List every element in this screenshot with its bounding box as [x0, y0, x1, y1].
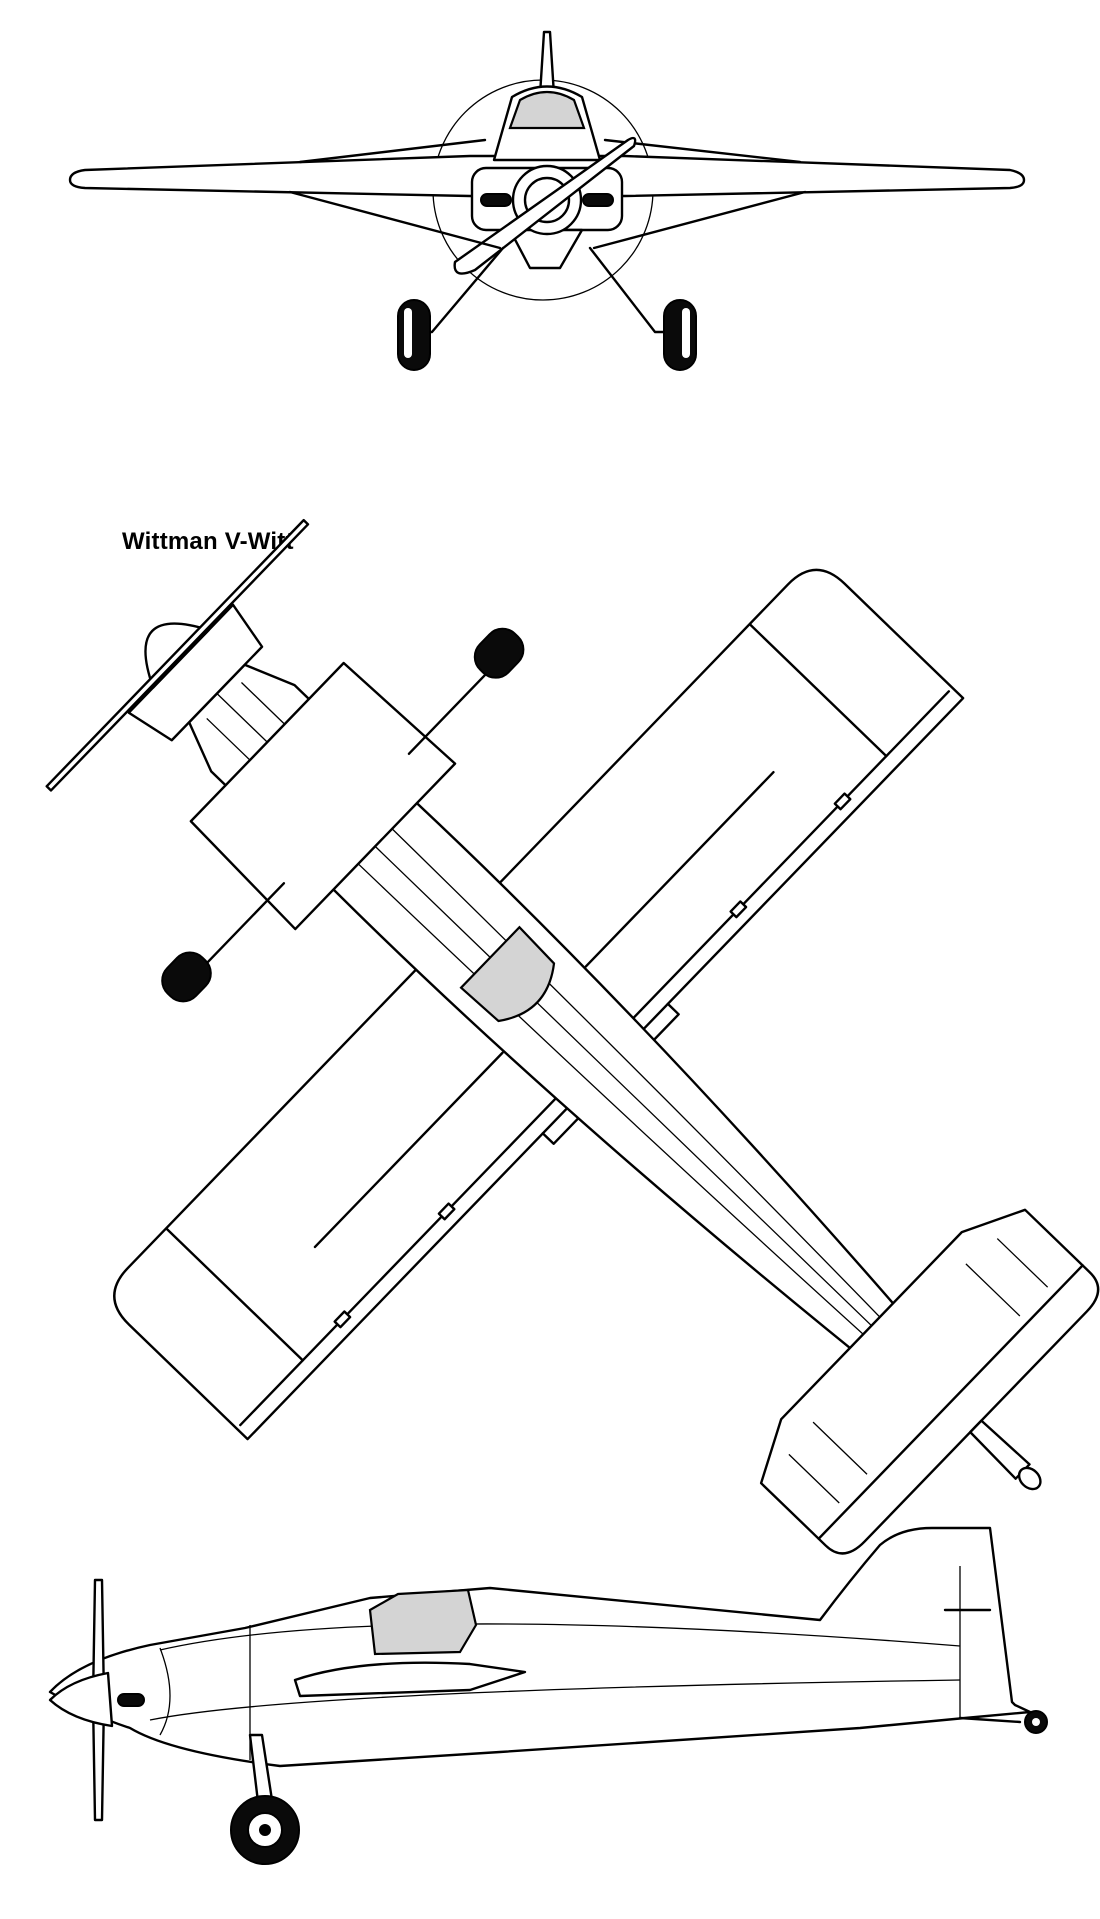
top-wheel-right — [473, 627, 525, 679]
drawing-title: Wittman V-Witt — [122, 528, 294, 555]
top-view — [45, 518, 1100, 1555]
side-wing — [293, 1661, 527, 1698]
front-propeller — [453, 136, 637, 275]
front-wheel-right — [663, 299, 697, 371]
top-tailplane — [759, 1208, 1100, 1555]
top-canopy — [459, 925, 556, 1023]
side-fuselage — [48, 1526, 1032, 1768]
side-spinner — [48, 1671, 114, 1728]
front-view — [68, 30, 1026, 371]
side-view — [48, 1526, 1048, 1865]
top-propeller — [45, 518, 310, 792]
top-wheel-left — [161, 951, 212, 1003]
side-canopy — [368, 1588, 478, 1656]
front-wheel-left — [397, 299, 431, 371]
